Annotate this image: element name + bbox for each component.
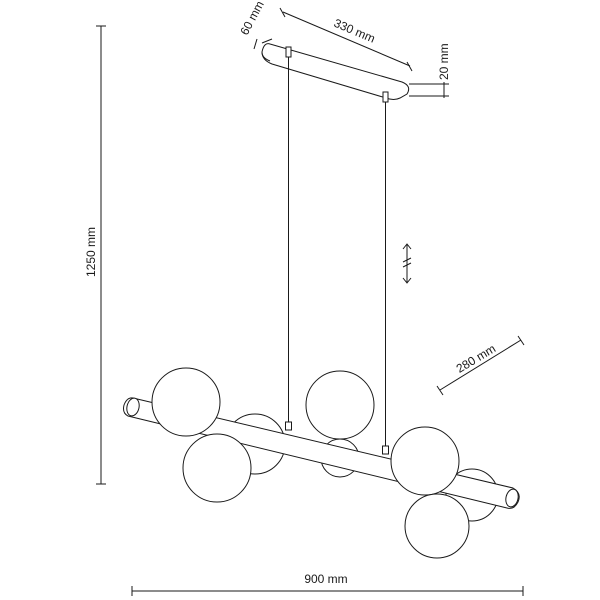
globe-front-bottom-left [182,433,252,503]
dimension-canopy-height: 20 mm [409,43,451,98]
canopy-height-label: 20 mm [437,43,451,80]
suspension-cables [288,57,386,447]
dimension-fixture-depth: 280 mm [436,335,525,396]
dimension-canopy-depth: 60 mm [237,0,273,50]
dimension-total-height: 1250 mm [84,25,106,485]
globe-front-right [390,426,460,496]
canopy-length-label: 330 mm [332,16,377,46]
total-width-label: 900 mm [304,572,347,586]
globe-front-top-left [151,367,221,437]
globe-front-center [305,370,375,440]
double-arrow-icon [402,243,412,284]
total-height-label: 1250 mm [84,227,98,277]
dimension-total-width: 900 mm [131,572,524,596]
canopy-depth-label: 60 mm [237,0,267,37]
globe-front-bottom-right [404,493,470,559]
ceiling-canopy [261,43,410,103]
